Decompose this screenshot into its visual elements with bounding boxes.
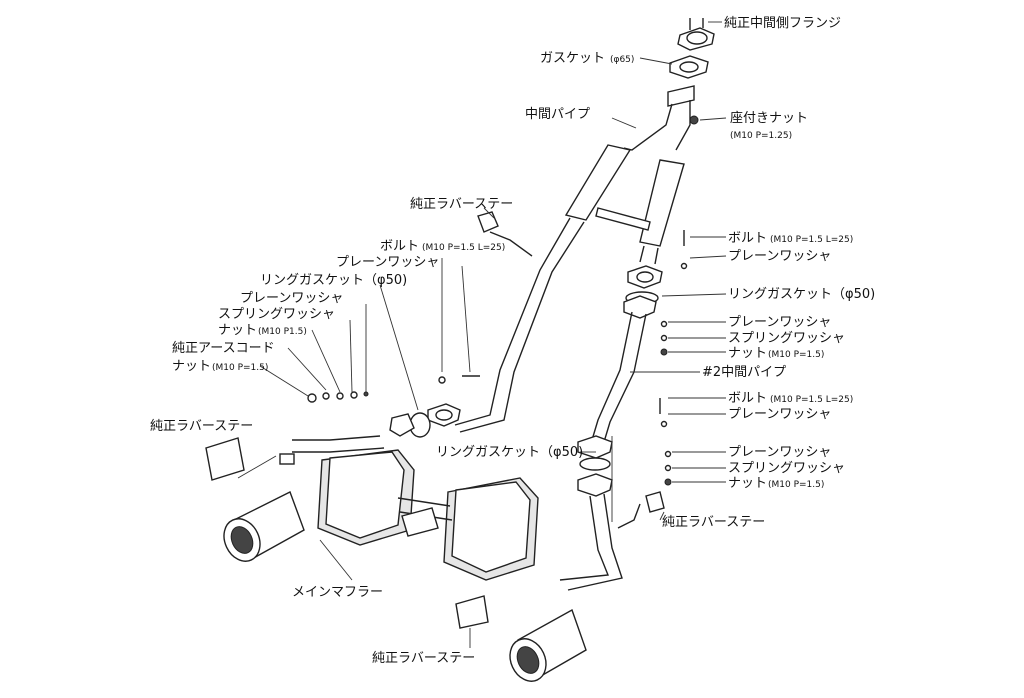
- label-nut-left-b-spec: (M10 P=1.5): [212, 363, 268, 373]
- label-bolt-right-a-spec: (M10 P=1.5 L=25): [770, 235, 853, 245]
- label-nut-left-b: ナット: [172, 359, 211, 374]
- label-spring-washer-right-a: スプリングワッシャ: [728, 331, 845, 346]
- label-rubber-stay-left: 純正ラバーステー: [150, 419, 253, 434]
- label-flange: 純正中間側フランジ: [724, 16, 841, 31]
- label-spring-washer-left: スプリングワッシャ: [218, 307, 335, 322]
- label-seated-nut-spec: (M10 P=1.25): [730, 131, 792, 141]
- label-gasket-size: (φ65): [610, 55, 634, 65]
- label-ring-gasket-left: リングガスケット（φ50): [260, 273, 407, 288]
- label-gasket: ガスケット: [540, 51, 605, 66]
- label-bolt-right-b: ボルト: [728, 391, 767, 406]
- label-bolt-left-spec: (M10 P=1.5 L=25): [422, 243, 505, 253]
- label-nut-left-a: ナット: [218, 323, 257, 338]
- label-rubber-stay-a: 純正ラバーステー: [410, 197, 513, 212]
- label-plain-washer-b: プレーンワッシャ: [240, 291, 343, 306]
- mid-pipe-part: [454, 85, 695, 433]
- label-plain-washer-c: プレーンワッシャ: [728, 249, 831, 264]
- label-spring-washer-right-b: スプリングワッシャ: [728, 461, 845, 476]
- label-plain-washer-d: プレーンワッシャ: [728, 315, 831, 330]
- rubber-stay-left-part: [205, 437, 295, 481]
- seated-nut-part: [689, 115, 699, 125]
- label-seated-nut: 座付きナット: [730, 111, 808, 126]
- label-earth-cord: 純正アースコード: [172, 341, 275, 356]
- label-nut-right-b: ナット: [728, 476, 767, 491]
- label-ring-gasket-right: リングガスケット（φ50): [728, 287, 875, 302]
- label-nut-right-a-spec: (M10 P=1.5): [768, 350, 824, 360]
- leader-lines: [237, 21, 727, 648]
- label-rubber-stay-bottom: 純正ラバーステー: [372, 651, 475, 666]
- label-mid-pipe-2: #2中間パイプ: [702, 365, 786, 380]
- label-plain-washer-f: プレーンワッシャ: [728, 445, 831, 460]
- tail-pipe-right: [509, 608, 587, 682]
- label-ring-gasket-lower: リングガスケット（φ50): [436, 445, 583, 460]
- label-nut-left-a-spec: (M10 P1.5): [258, 327, 307, 337]
- rubber-stay-right-part: [617, 491, 665, 529]
- label-mid-pipe: 中間パイプ: [525, 107, 590, 122]
- label-nut-right-a: ナット: [728, 346, 767, 361]
- rubber-stay-bottom-part: [455, 595, 489, 629]
- right-flange-upper: [623, 265, 663, 319]
- label-plain-washer-a: プレーンワッシャ: [336, 255, 439, 270]
- tail-pipe-left: [223, 491, 305, 562]
- label-rubber-stay-right: 純正ラバーステー: [662, 515, 765, 530]
- label-main-muffler: メインマフラー: [292, 585, 383, 600]
- gasket-part: [669, 55, 709, 79]
- mid-pipe-2-part: [559, 311, 647, 591]
- main-muffler-part: [292, 435, 539, 581]
- label-bolt-right-a: ボルト: [728, 231, 767, 246]
- label-nut-right-b-spec: (M10 P=1.5): [768, 480, 824, 490]
- left-flange: [389, 403, 461, 438]
- label-bolt-left: ボルト: [380, 239, 419, 254]
- label-bolt-right-b-spec: (M10 P=1.5 L=25): [770, 395, 853, 405]
- hardware-dots: [307, 230, 688, 486]
- label-plain-washer-e: プレーンワッシャ: [728, 407, 831, 422]
- flange-part: [677, 18, 715, 51]
